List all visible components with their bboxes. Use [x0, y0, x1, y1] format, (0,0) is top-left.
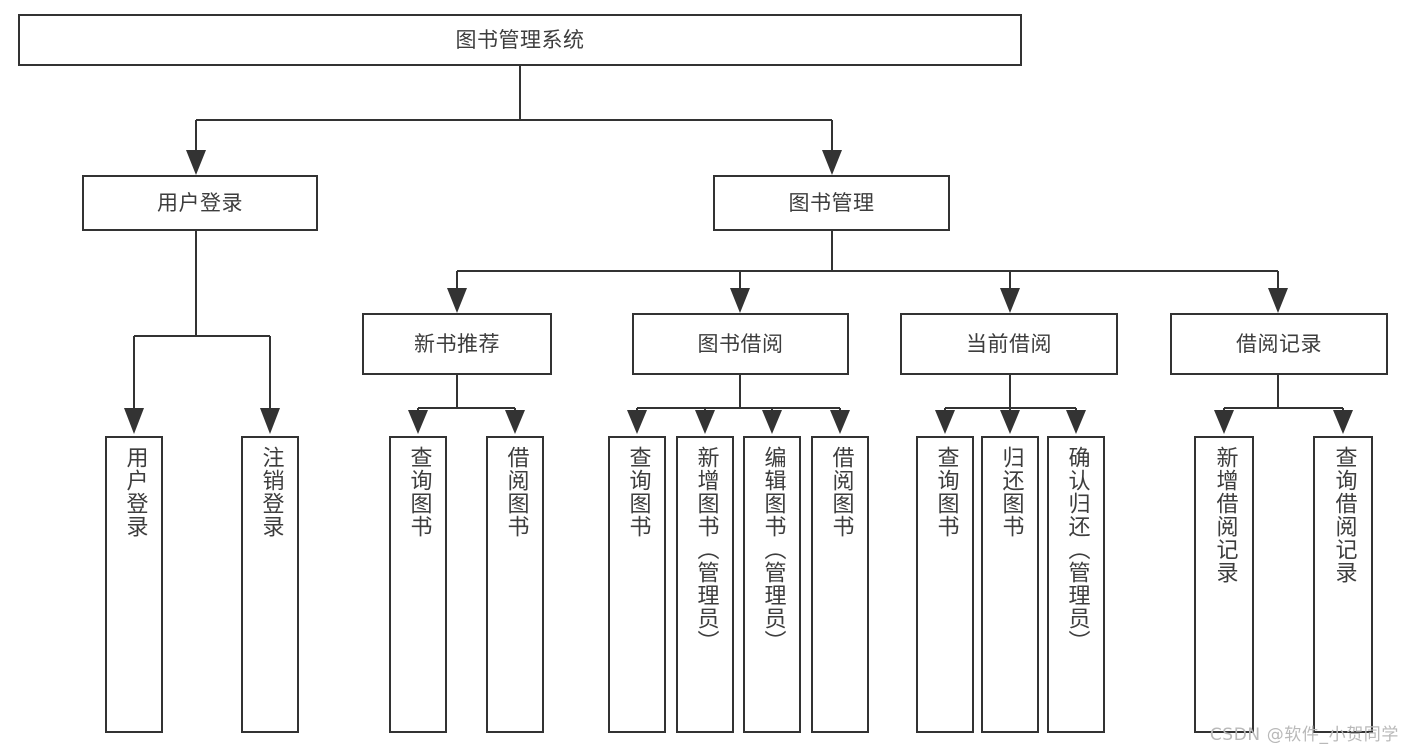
- leaf-edit-book[interactable]: 编辑图书（管理员）: [743, 436, 801, 733]
- leaf-add-book-label: 新增图书（管理员）: [693, 446, 719, 653]
- node-borrow-record[interactable]: 借阅记录: [1170, 313, 1388, 375]
- node-new-book-recommend[interactable]: 新书推荐: [362, 313, 552, 375]
- leaf-query-book-1-label: 查询图书: [406, 446, 432, 538]
- csdn-watermark: CSDN @软件_小贺同学: [1210, 720, 1399, 745]
- node-book-borrow[interactable]: 图书借阅: [632, 313, 849, 375]
- leaf-query-record[interactable]: 查询借阅记录: [1313, 436, 1373, 733]
- leaf-confirm-return[interactable]: 确认归还（管理员）: [1047, 436, 1105, 733]
- leaf-return-book[interactable]: 归还图书: [981, 436, 1039, 733]
- node-book-manage-label: 图书管理: [788, 190, 875, 215]
- leaf-query-book-3-label: 查询图书: [933, 446, 959, 538]
- leaf-query-book-3[interactable]: 查询图书: [916, 436, 974, 733]
- leaf-borrow-book-1[interactable]: 借阅图书: [486, 436, 544, 733]
- leaf-confirm-return-label: 确认归还（管理员）: [1064, 446, 1090, 653]
- node-book-borrow-label: 图书借阅: [697, 331, 784, 356]
- node-user-login-label: 用户登录: [157, 190, 243, 215]
- leaf-query-book-2-label: 查询图书: [625, 446, 651, 538]
- node-current-borrow[interactable]: 当前借阅: [900, 313, 1118, 375]
- node-borrow-record-label: 借阅记录: [1236, 331, 1322, 356]
- node-user-login[interactable]: 用户登录: [82, 175, 318, 231]
- node-root-label: 图书管理系统: [455, 27, 585, 52]
- leaf-query-record-label: 查询借阅记录: [1331, 446, 1357, 584]
- leaf-query-book-1[interactable]: 查询图书: [389, 436, 447, 733]
- leaf-borrow-book-1-label: 借阅图书: [503, 446, 529, 538]
- leaf-return-book-label: 归还图书: [998, 446, 1024, 538]
- watermark-text: CSDN @软件_小贺同学: [1209, 725, 1399, 745]
- leaf-logout-login-label: 注销登录: [258, 446, 284, 538]
- leaf-borrow-book-2[interactable]: 借阅图书: [811, 436, 869, 733]
- leaf-user-login[interactable]: 用户登录: [105, 436, 163, 733]
- leaf-add-record-label: 新增借阅记录: [1212, 446, 1238, 584]
- leaf-add-record[interactable]: 新增借阅记录: [1194, 436, 1254, 733]
- leaf-user-login-label: 用户登录: [122, 446, 148, 538]
- node-new-book-recommend-label: 新书推荐: [414, 331, 500, 356]
- leaf-borrow-book-2-label: 借阅图书: [828, 446, 854, 538]
- leaf-edit-book-label: 编辑图书（管理员）: [760, 446, 786, 653]
- node-current-borrow-label: 当前借阅: [966, 331, 1052, 356]
- leaf-query-book-2[interactable]: 查询图书: [608, 436, 666, 733]
- leaf-add-book[interactable]: 新增图书（管理员）: [676, 436, 734, 733]
- node-root[interactable]: 图书管理系统: [18, 14, 1022, 66]
- node-book-manage[interactable]: 图书管理: [713, 175, 950, 231]
- leaf-logout-login[interactable]: 注销登录: [241, 436, 299, 733]
